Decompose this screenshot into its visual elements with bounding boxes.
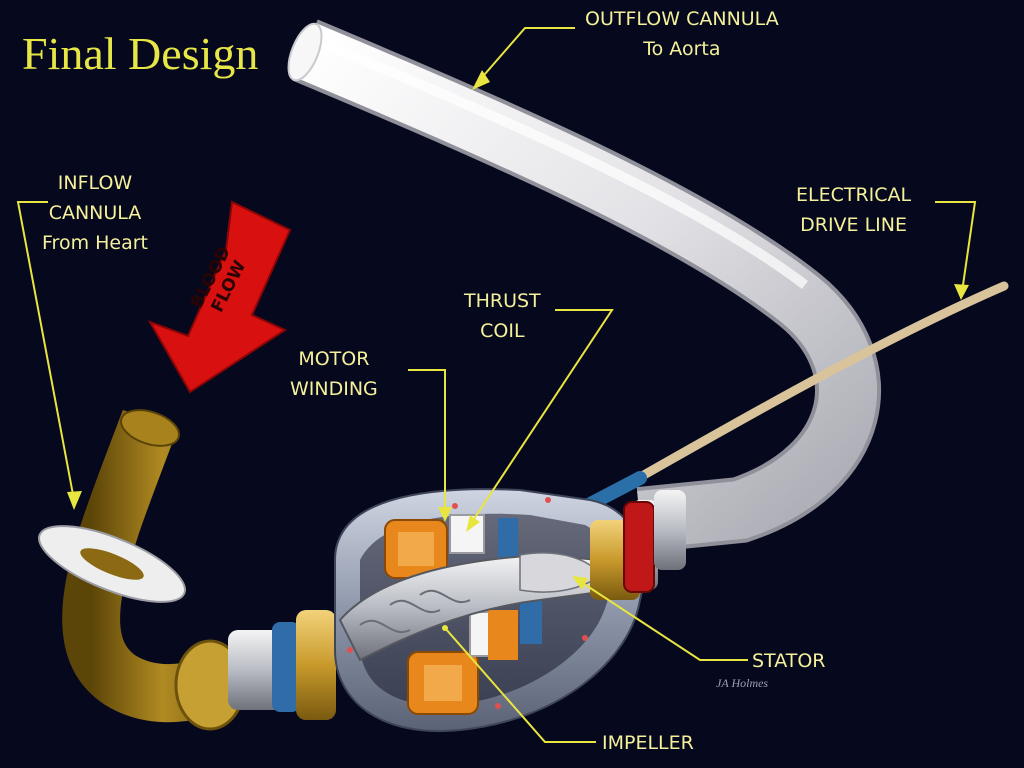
blood-flow-arrow xyxy=(147,200,292,394)
label-stator-line1: STATOR xyxy=(752,650,826,672)
outflow-cannula-end xyxy=(287,22,323,82)
fastener xyxy=(452,503,458,509)
label-outflow-cannula: OUTFLOW CANNULA To Aorta xyxy=(585,4,779,64)
fastener xyxy=(495,703,501,709)
page-title: Final Design xyxy=(22,28,259,79)
label-inflow-line2: CANNULA xyxy=(48,202,142,224)
dot-impeller xyxy=(442,625,448,631)
leader-drive-line xyxy=(935,201,977,293)
leader-thrust-coil xyxy=(469,309,614,526)
outflow-cannula-highlight xyxy=(308,33,809,289)
label-thrust-coil: THRUST COIL xyxy=(464,286,541,346)
thrust-coil-orange xyxy=(488,610,518,660)
motor-winding-top-core xyxy=(398,532,434,566)
stator-blue-upper xyxy=(498,518,518,558)
fastener xyxy=(582,635,588,641)
label-stator: STATOR xyxy=(752,646,825,676)
label-impeller: IMPELLER xyxy=(602,728,694,758)
label-outflow-line1: OUTFLOW CANNULA xyxy=(585,8,779,30)
leader-lines xyxy=(16,27,977,743)
label-motor-winding: MOTOR WINDING xyxy=(290,344,378,404)
label-inflow-cannula: INFLOW CANNULA From Heart xyxy=(42,168,148,258)
inflow-cannula-tip xyxy=(120,409,180,447)
leader-motor-winding xyxy=(408,369,446,513)
stator-blue-lower xyxy=(520,600,542,644)
fastener xyxy=(545,497,551,503)
label-drive-line2: DRIVE LINE xyxy=(800,214,907,236)
arrowhead-motor-winding xyxy=(438,507,452,522)
electrical-drive-line xyxy=(595,281,1009,505)
arrowhead-thrust-coil xyxy=(466,515,480,532)
label-thrust-line1: THRUST xyxy=(464,290,541,312)
fastener xyxy=(347,647,353,653)
arrowhead-drive-line xyxy=(954,284,969,300)
label-impeller-line1: IMPELLER xyxy=(602,732,694,754)
sewing-ring-hole xyxy=(80,548,144,580)
leader-stator xyxy=(577,579,748,661)
author-credit: JA Holmes xyxy=(716,676,769,690)
leader-outflow xyxy=(477,27,575,83)
leader-impeller xyxy=(444,627,596,743)
arrowhead-stator xyxy=(572,576,588,590)
inflow-brass-ring xyxy=(296,610,336,720)
label-motor-line1: MOTOR xyxy=(298,348,370,370)
thrust-coil xyxy=(449,514,485,554)
label-drive-line1: ELECTRICAL xyxy=(796,184,912,206)
label-thrust-line2: COIL xyxy=(480,320,525,342)
label-inflow-line1: INFLOW xyxy=(57,172,133,194)
label-motor-line2: WINDING xyxy=(290,378,378,400)
motor-winding-bottom-core xyxy=(424,665,462,701)
label-inflow-line3: From Heart xyxy=(42,232,148,254)
label-electrical-drive-line: ELECTRICAL DRIVE LINE xyxy=(796,180,911,240)
inflow-blue-ring xyxy=(272,622,300,712)
outflow-cannula xyxy=(293,23,877,549)
impeller-blades xyxy=(359,589,471,633)
leader-inflow xyxy=(16,201,75,501)
leader-arrowheads xyxy=(67,70,969,631)
arrowhead-inflow xyxy=(67,491,82,510)
label-outflow-line2: To Aorta xyxy=(643,38,721,60)
outlet-steel-cap xyxy=(654,490,686,570)
arrowhead-outflow xyxy=(472,70,490,90)
outlet-red-ring xyxy=(623,501,655,593)
